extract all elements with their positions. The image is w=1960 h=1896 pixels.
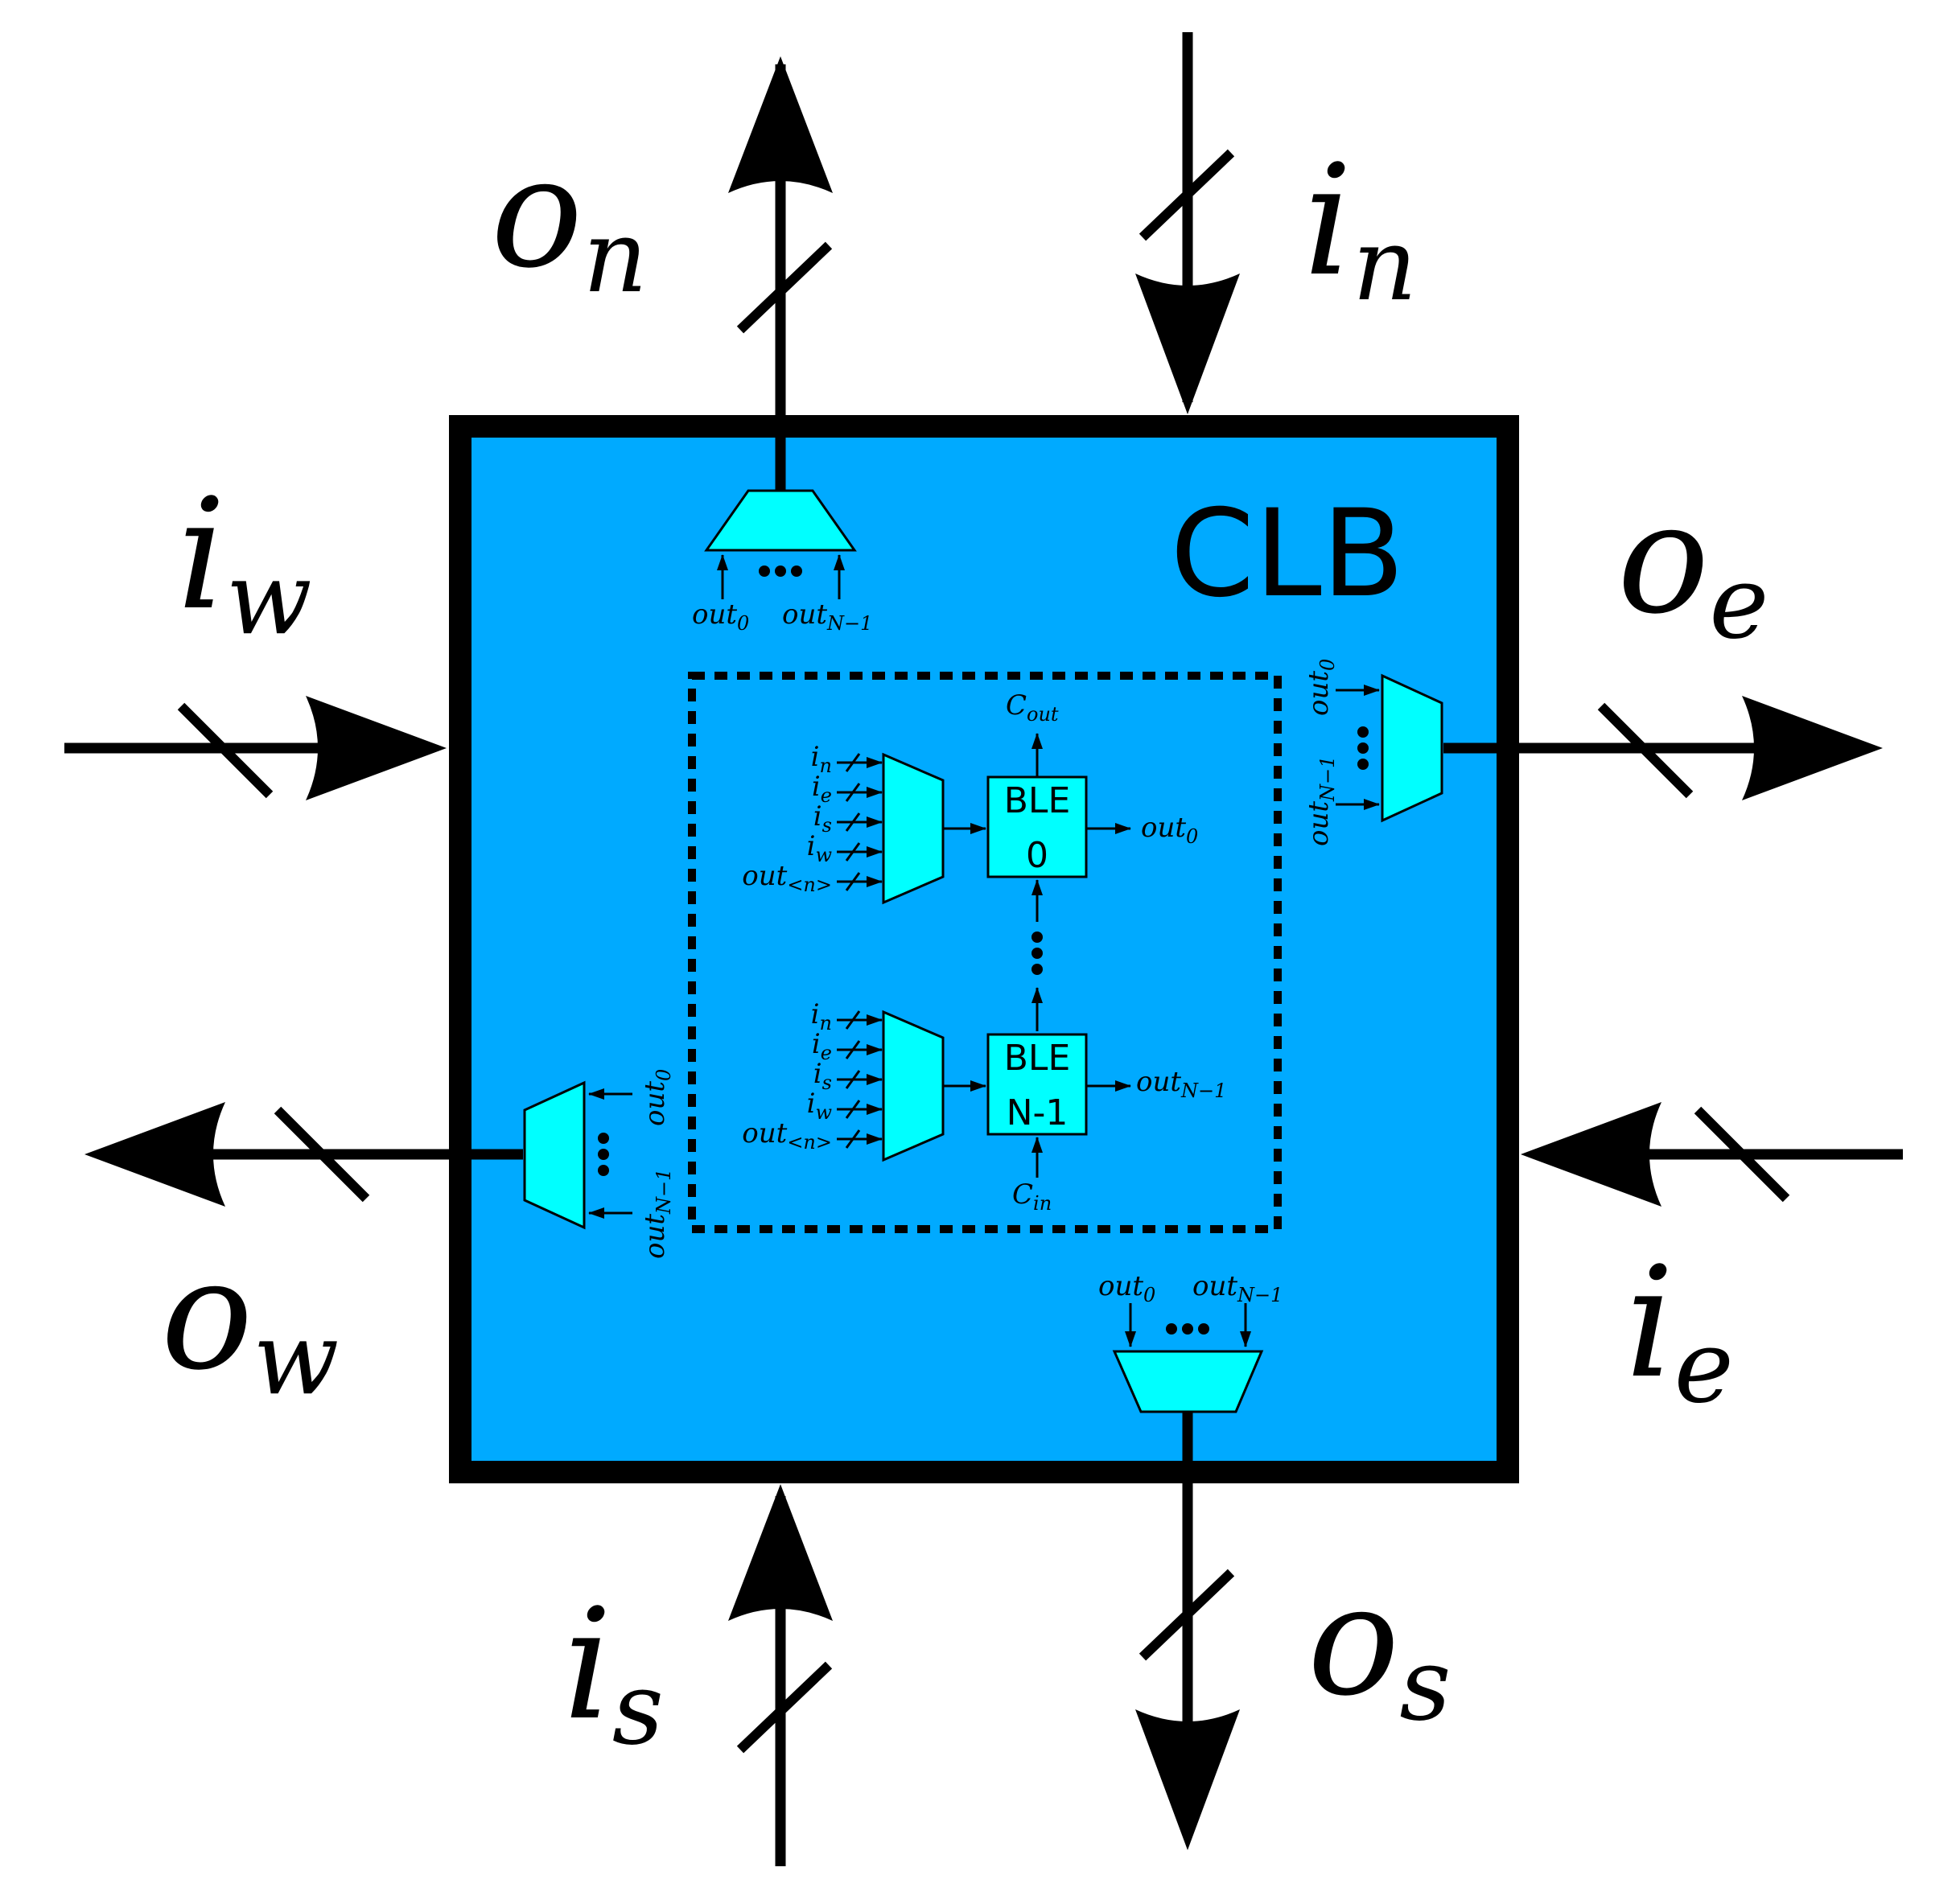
bleN-output-label: outN−1 [1136, 1066, 1226, 1102]
port-label-o-w: ow [161, 1226, 339, 1417]
bleN-index: N-1 [1007, 1092, 1069, 1133]
east-output-bus [1443, 696, 1883, 800]
west-output-mux [523, 1080, 586, 1230]
south-mux-input-first: out0 [1098, 1270, 1155, 1306]
port-label-i-w: iw [177, 466, 312, 657]
bleN-input-label: in [811, 998, 832, 1034]
ble0-bus-width-tick [845, 753, 861, 772]
ble0-input-label: in [811, 741, 832, 777]
north-mux-ellipsis [759, 566, 802, 577]
bleN-bus-width-tick [845, 1070, 861, 1089]
east-mux-input-first: out0 [1303, 659, 1339, 716]
ble0-index: 0 [1026, 835, 1048, 876]
ble0-block [986, 775, 1088, 878]
clb-block [449, 415, 1519, 1483]
north-output-mux [704, 489, 857, 552]
port-label-o-e: oe [1617, 470, 1769, 661]
clb-label: CLB [1170, 484, 1404, 624]
port-label-o-s: os [1307, 1552, 1451, 1743]
north-output-bus [728, 56, 833, 491]
bleN-bus-width-tick [845, 1129, 861, 1149]
east-mux-ellipsis [1357, 726, 1369, 770]
bleN-input-mux [882, 1010, 945, 1162]
south-mux-input-last: outN−1 [1192, 1270, 1283, 1306]
south-output-bus [1135, 1412, 1240, 1850]
west-input-bus [64, 696, 447, 800]
bleN-input-label: iw [807, 1088, 833, 1124]
west-output-bus [84, 1102, 523, 1207]
ble0-input-mux [882, 752, 945, 905]
ble0-output-label: out0 [1141, 812, 1198, 848]
ble0-title: BLE [1004, 780, 1071, 821]
ble0-bus-width-tick [845, 812, 861, 832]
carry-out-label: Cout [1006, 689, 1059, 726]
ble0-input-label: is [813, 800, 832, 837]
south-output-mux [1112, 1350, 1264, 1413]
north-mux-input-last: outN−1 [782, 598, 872, 635]
bleN-bus-width-tick [845, 1100, 861, 1119]
ble0-input-label: ie [812, 771, 832, 807]
carry-in-label: Cin [1012, 1178, 1052, 1215]
east-mux-input-last: outN−1 [1303, 756, 1339, 846]
port-label-i-s: is [563, 1576, 664, 1767]
west-mux-input-first: out0 [639, 1069, 675, 1126]
port-label-o-n: on [491, 124, 648, 315]
west-mux-input-last: outN−1 [639, 1169, 675, 1259]
bleN-input-label: ie [812, 1028, 832, 1064]
bleN-input-label: is [813, 1058, 832, 1094]
port-label-i-n: in [1303, 132, 1417, 323]
bleN-title: BLE [1004, 1038, 1071, 1079]
north-input-bus [1135, 32, 1240, 414]
ble0-bus-width-tick [845, 872, 861, 891]
bleN-bus-width-tick [845, 1010, 861, 1030]
ble0-bus-width-tick [845, 842, 861, 862]
bleN-block [986, 1033, 1088, 1136]
ble-chain-ellipsis [1031, 932, 1043, 975]
bleN-input-label: out<n> [742, 1117, 832, 1154]
ble0-input-label: out<n> [742, 860, 832, 896]
east-input-bus [1521, 1102, 1903, 1207]
ble-cluster-boundary [688, 672, 1282, 1233]
east-output-mux [1381, 673, 1443, 823]
bleN-bus-width-tick [845, 1040, 861, 1059]
west-mux-ellipsis [598, 1133, 609, 1176]
south-input-bus [728, 1484, 833, 1866]
north-mux-input-first: out0 [692, 598, 749, 635]
ble0-bus-width-tick [845, 783, 861, 802]
ble0-input-mux-group [882, 752, 945, 905]
port-label-i-e: ie [1625, 1234, 1734, 1425]
south-mux-ellipsis [1166, 1323, 1209, 1335]
ble0-input-label: iw [807, 830, 833, 866]
